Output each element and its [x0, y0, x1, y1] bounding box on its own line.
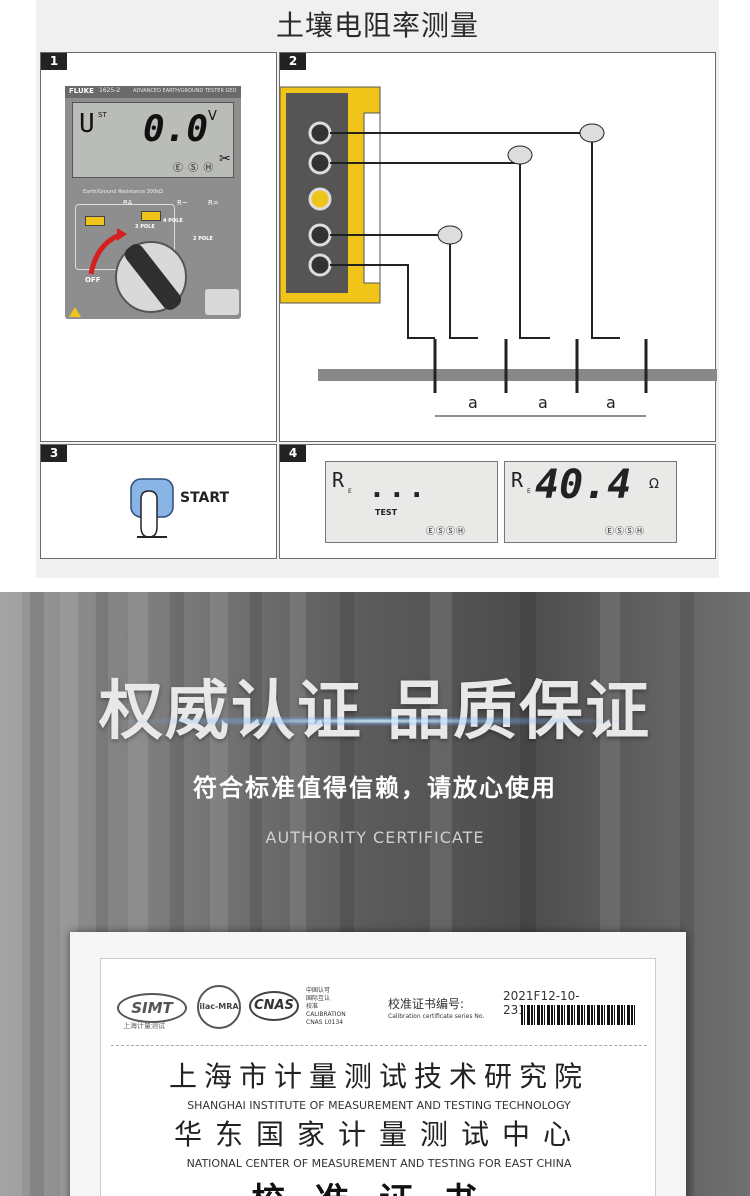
start-label: START [180, 490, 230, 506]
model-number: 1625-2 [99, 87, 121, 94]
wiring-diagram: a a a [280, 86, 717, 417]
warning-icon [69, 307, 81, 317]
tester-side-slot [363, 112, 381, 284]
step-number: 2 [280, 53, 306, 70]
display-testing: R E ... TEST ⒺⓈⓈⒽ [325, 461, 498, 543]
display-symbol: R [511, 468, 524, 492]
certificate-document: SIMT 上海计量测试 ilac-MRA CNAS 中国认可 国际互认 校准 C… [100, 958, 656, 1196]
terminal-s [308, 151, 332, 175]
calibration-label-en: Calibration certificate series No. [388, 1013, 485, 1020]
rotary-selector-knob[interactable] [115, 240, 187, 314]
step-number: 3 [41, 445, 67, 462]
press-start-icon [130, 478, 174, 538]
headline: 权威认证 品质保证 [98, 675, 652, 749]
rac-label: R~ [177, 199, 188, 207]
step-1-panel: 1 FLUKE 1625-2 ADVANCED EARTH/GROUND TES… [40, 52, 277, 442]
display-test-label: TEST [375, 508, 398, 517]
certificate-banner: 权威认证 品质保证 符合标准值得信赖，请放心使用 AUTHORITY CERTI… [0, 592, 750, 1196]
institute-name-en: SHANGHAI INSTITUTE OF MEASUREMENT AND TE… [187, 1099, 571, 1112]
simt-subtitle: 上海计量测试 [123, 1022, 165, 1030]
cnas-text: 中国认可 国际互认 校准 CALIBRATION [306, 987, 346, 1018]
wire-s [330, 162, 550, 339]
tester-device: FLUKE 1625-2 ADVANCED EARTH/GROUND TESTE… [65, 86, 241, 319]
calibration-label: 校准证书编号: [388, 997, 465, 1011]
model-description: ADVANCED EARTH/GROUND TESTER GEO [133, 88, 237, 94]
wire-reel-h [579, 123, 605, 143]
separator [111, 1045, 647, 1046]
selective-clamp-icon [85, 216, 105, 226]
simt-logo: SIMT [117, 993, 187, 1023]
selector-header: Earth/Ground Resistance 300kΩ [83, 189, 163, 195]
step-4-panel: 4 R E ... TEST ⒺⓈⓈⒽ R E 40.4 Ω ⒺⓈⓈⒽ [279, 444, 716, 559]
wire-es [330, 234, 478, 339]
ilac-mra-logo: ilac-MRA [197, 985, 241, 1029]
off-label: OFF [85, 276, 101, 284]
center-name: 华东国家计量测试中心 [173, 1118, 584, 1151]
wire-e [330, 264, 435, 339]
page-title: 土壤电阻率测量 [275, 9, 479, 42]
cnas-number: CNAS L0134 [306, 1019, 344, 1026]
instruction-panel: 土壤电阻率测量 1 FLUKE 1625-2 ADVANCED EARTH/GR… [36, 0, 719, 578]
step-2-panel: 2 a a a [279, 52, 717, 442]
lcd-unit: V [208, 109, 217, 124]
device-header-strip [65, 86, 241, 98]
pole-2-label: 2 POLE [193, 236, 213, 242]
lcd-superscript: ST [98, 111, 107, 119]
spacing-label-3: a [606, 393, 616, 412]
ground-surface [318, 369, 717, 381]
terminal-es [308, 223, 332, 247]
display-indicators: ⒺⓈⓈⒽ [426, 527, 467, 537]
wire-h [330, 132, 620, 339]
cnas-logo: CNAS [249, 991, 299, 1021]
step-number: 4 [280, 445, 306, 462]
pole-3-label: 3 POLE [135, 224, 155, 230]
step-3-panel: 3 START [40, 444, 277, 559]
subheadline: 符合标准值得信赖，请放心使用 [193, 774, 557, 802]
terminal-clamp [308, 187, 332, 211]
pole-4-label: 4 POLE [163, 218, 183, 224]
certificate-title: 校准证书 [101, 1173, 657, 1196]
scissors-icon: ✂ [219, 151, 231, 167]
barcode [521, 1005, 637, 1025]
four-pole-icon [141, 211, 161, 221]
lcd-value: 0.0 [143, 109, 209, 150]
device-start-button[interactable] [205, 289, 239, 315]
terminal-h [308, 121, 332, 145]
display-indicators: ⒺⓈⓈⒽ [605, 527, 646, 537]
display-value: 40.4 [535, 462, 632, 508]
wire-reel-es [437, 225, 463, 245]
display-subscript: E [348, 488, 352, 495]
lcd-display: U ST 0.0 V Ⓔ Ⓢ Ⓗ ✂ [72, 102, 234, 178]
lcd-symbol: U [79, 109, 95, 139]
english-caption: AUTHORITY CERTIFICATE [265, 828, 485, 847]
brand-logo: FLUKE [69, 87, 94, 95]
display-symbol: R [332, 468, 345, 492]
display-dots: ... [372, 474, 432, 504]
display-result: R E 40.4 Ω ⒺⓈⓈⒽ [504, 461, 677, 543]
light-flare [120, 716, 630, 726]
step-number: 1 [41, 53, 67, 70]
knob-handle [121, 240, 185, 314]
lcd-indicators: Ⓔ Ⓢ Ⓗ [173, 163, 215, 174]
display-subscript: E [527, 488, 531, 495]
rdc-label: R= [208, 199, 219, 207]
spacing-label-1: a [468, 393, 478, 412]
rotate-arrow-icon [88, 228, 127, 275]
ra-label: RA [123, 199, 133, 207]
certificate-frame: SIMT 上海计量测试 ilac-MRA CNAS 中国认可 国际互认 校准 C… [70, 932, 686, 1196]
terminal-e [308, 253, 332, 277]
wire-reel-s [507, 145, 533, 165]
institute-name: 上海市计量测试技术研究院 [168, 1060, 589, 1093]
center-name-en: NATIONAL CENTER OF MEASUREMENT AND TESTI… [186, 1157, 572, 1170]
spacing-label-2: a [538, 393, 548, 412]
display-unit: Ω [649, 477, 659, 492]
